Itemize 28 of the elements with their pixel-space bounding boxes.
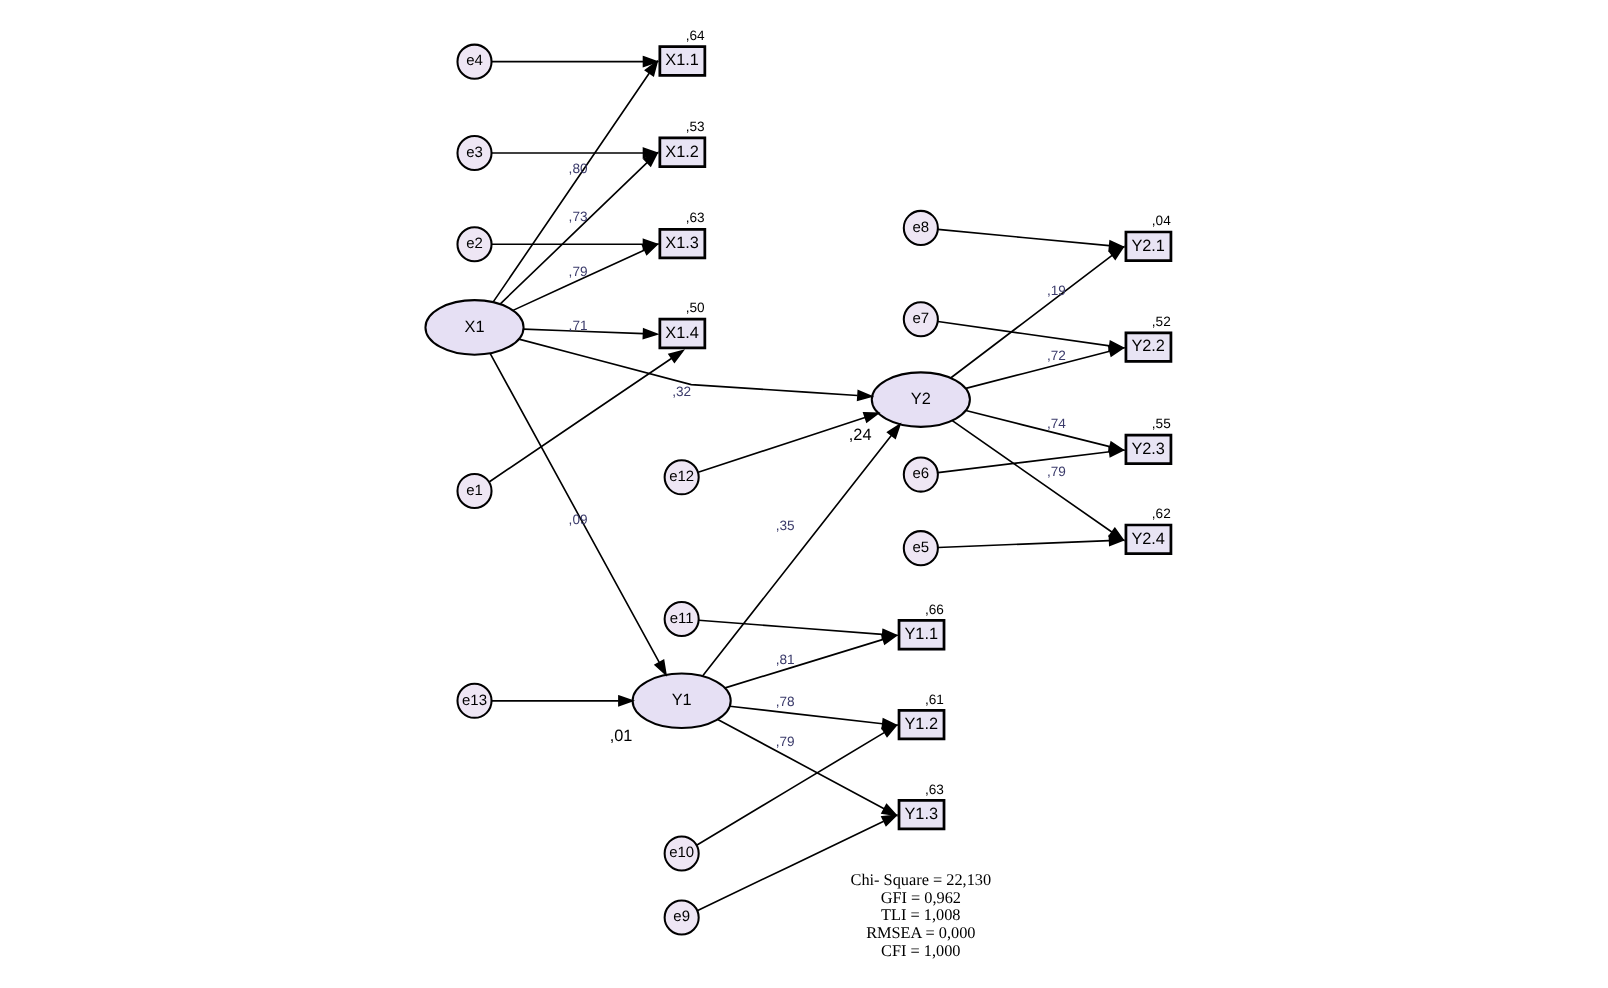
node-circle: e13: [455, 682, 492, 719]
arrow: [696, 412, 880, 474]
node-circle: e6: [901, 456, 938, 493]
node-circle: e7: [901, 301, 938, 338]
arrow: [521, 327, 659, 340]
arrow: [517, 338, 874, 402]
node-circle: e5: [901, 530, 938, 567]
arrow: [511, 243, 659, 312]
node-circle: e9: [662, 899, 699, 936]
node-circle: e2: [455, 226, 492, 263]
arrow: [490, 694, 635, 707]
arrow: [488, 352, 667, 677]
arrow: [936, 320, 1125, 352]
arrow: [490, 55, 659, 68]
arrow: [936, 445, 1125, 474]
node-circle: e12: [662, 459, 699, 496]
node-circle: e4: [455, 43, 492, 80]
arrow: [936, 534, 1125, 549]
node-circle: e11: [662, 601, 699, 638]
arrow: [696, 619, 898, 641]
arrow: [487, 349, 685, 483]
node-circle: e1: [455, 472, 492, 509]
arrow: [936, 228, 1125, 252]
node-circle: e10: [662, 835, 699, 872]
node-circle: e8: [901, 209, 938, 246]
arrow: [695, 814, 898, 912]
node-circle: e3: [455, 134, 492, 171]
arrow: [695, 724, 898, 846]
